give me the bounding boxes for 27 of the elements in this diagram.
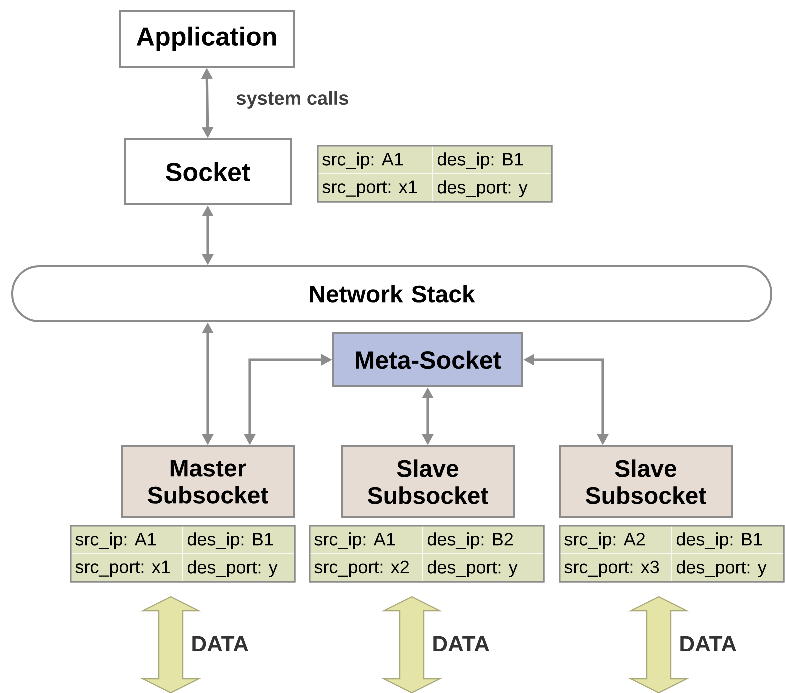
table-cell: src_ip: A2 [560, 526, 672, 554]
network-stack-band: Network Stack [12, 266, 772, 322]
table-cell: des_ip: B1 [182, 526, 296, 554]
table-cell: des_ip: B2 [422, 526, 544, 554]
table-cell: src_port: x2 [310, 554, 424, 582]
data-label: DATA [434, 636, 490, 652]
table-cell: des_port: y [182, 554, 296, 582]
subsocket-box: Slave Subsocket [559, 446, 733, 518]
table-cell: des_ip: B1 [672, 526, 784, 554]
table-cell: src_ip: A1 [318, 146, 434, 174]
table-cell: des_ip: B1 [432, 146, 552, 174]
data-label: DATA [192, 636, 248, 652]
subsocket-box: Slave Subsocket [341, 446, 515, 518]
table-cell: src_port: x1 [318, 174, 434, 202]
box: Application [119, 10, 295, 68]
data-label: DATA [680, 636, 736, 652]
meta-socket-box: Meta-Socket [332, 332, 524, 388]
edge-label: system calls [235, 90, 350, 110]
table-cell: src_ip: A1 [70, 526, 184, 554]
subsocket-box: Master Subsocket [121, 446, 295, 518]
table-cell: des_port: y [422, 554, 544, 582]
table-cell: src_port: x1 [70, 554, 184, 582]
box: Socket [124, 138, 292, 206]
table-cell: src_port: x3 [560, 554, 672, 582]
table-cell: src_ip: A1 [310, 526, 424, 554]
table-cell: des_port: y [672, 554, 784, 582]
table-cell: des_port: y [432, 174, 552, 202]
